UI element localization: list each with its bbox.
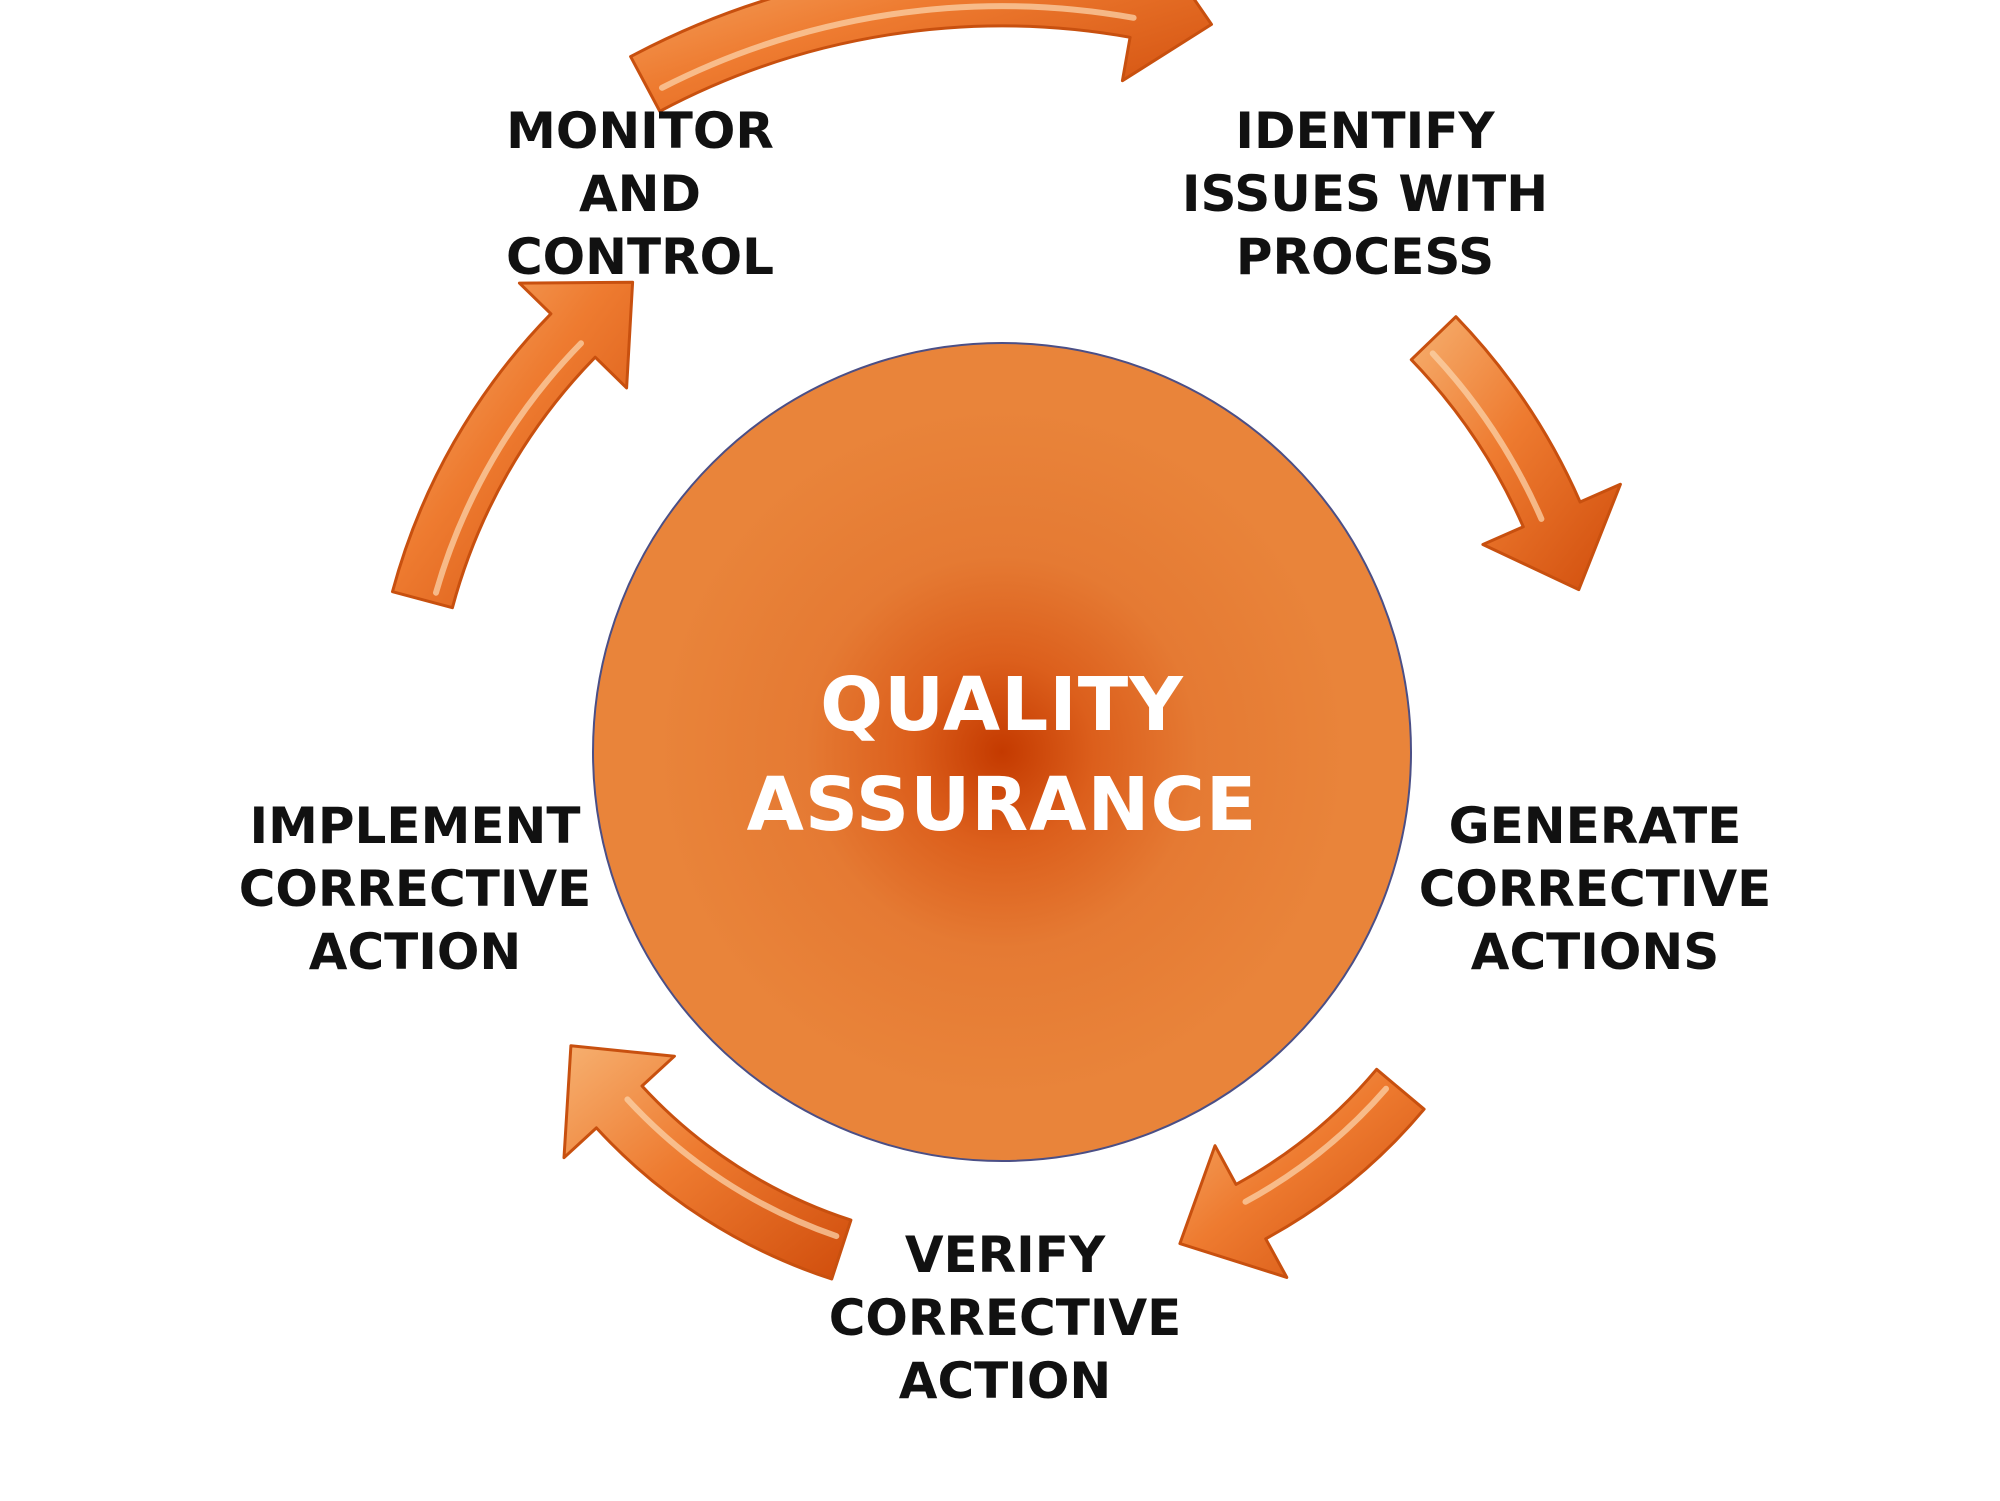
step-label-line: ACTION (898, 1352, 1112, 1410)
arrow-highlight (1429, 350, 1545, 522)
arrow-identify-to-generate (1409, 315, 1622, 592)
step-implement-corrective-action: IMPLEMENT CORRECTIVE ACTION (205, 795, 625, 984)
step-verify-corrective-action: VERIFY CORRECTIVE ACTION (795, 1224, 1215, 1413)
arrow-highlight (624, 1096, 840, 1240)
step-generate-corrective-actions: GENERATE CORRECTIVE ACTIONS (1385, 795, 1805, 984)
step-label-line: MONITOR (506, 102, 774, 160)
arrow-implement-to-monitor (391, 280, 635, 610)
step-label-line: IMPLEMENT (249, 797, 581, 855)
step-monitor-and-control: MONITOR AND CONTROL (430, 100, 850, 289)
curved-arrow-icon (629, 0, 1213, 113)
curved-arrow-icon (1409, 315, 1622, 592)
step-label-line: CORRECTIVE (1418, 860, 1772, 918)
step-label-line: ACTIONS (1470, 923, 1720, 981)
curved-arrow-icon (391, 280, 635, 610)
step-label-line: IDENTIFY (1235, 102, 1495, 160)
quality-assurance-hub (592, 342, 1412, 1162)
step-label-line: VERIFY (904, 1226, 1106, 1284)
arrow-highlight (433, 340, 584, 596)
arrow-generate-to-verify (1178, 1067, 1426, 1279)
step-label-line: GENERATE (1448, 797, 1742, 855)
arrow-highlight (659, 3, 1137, 91)
hub-title: QUALITY ASSURANCE (592, 655, 1412, 855)
step-label-line: CONTROL (505, 228, 775, 286)
step-label-line: ACTION (308, 923, 522, 981)
step-label-line: ISSUES WITH (1181, 165, 1549, 223)
hub-title-line-2: ASSURANCE (746, 762, 1258, 848)
hub-title-line-1: QUALITY (820, 662, 1184, 748)
step-label-line: CORRECTIVE (238, 860, 592, 918)
arrow-verify-to-implement (562, 1044, 853, 1281)
step-identify-issues: IDENTIFY ISSUES WITH PROCESS (1155, 100, 1575, 289)
step-label-line: AND (578, 165, 702, 223)
arrow-highlight (1242, 1085, 1389, 1205)
step-label-line: CORRECTIVE (828, 1289, 1182, 1347)
curved-arrow-icon (1178, 1067, 1426, 1279)
step-label-line: PROCESS (1235, 228, 1495, 286)
arrow-monitor-to-identify (629, 0, 1213, 113)
